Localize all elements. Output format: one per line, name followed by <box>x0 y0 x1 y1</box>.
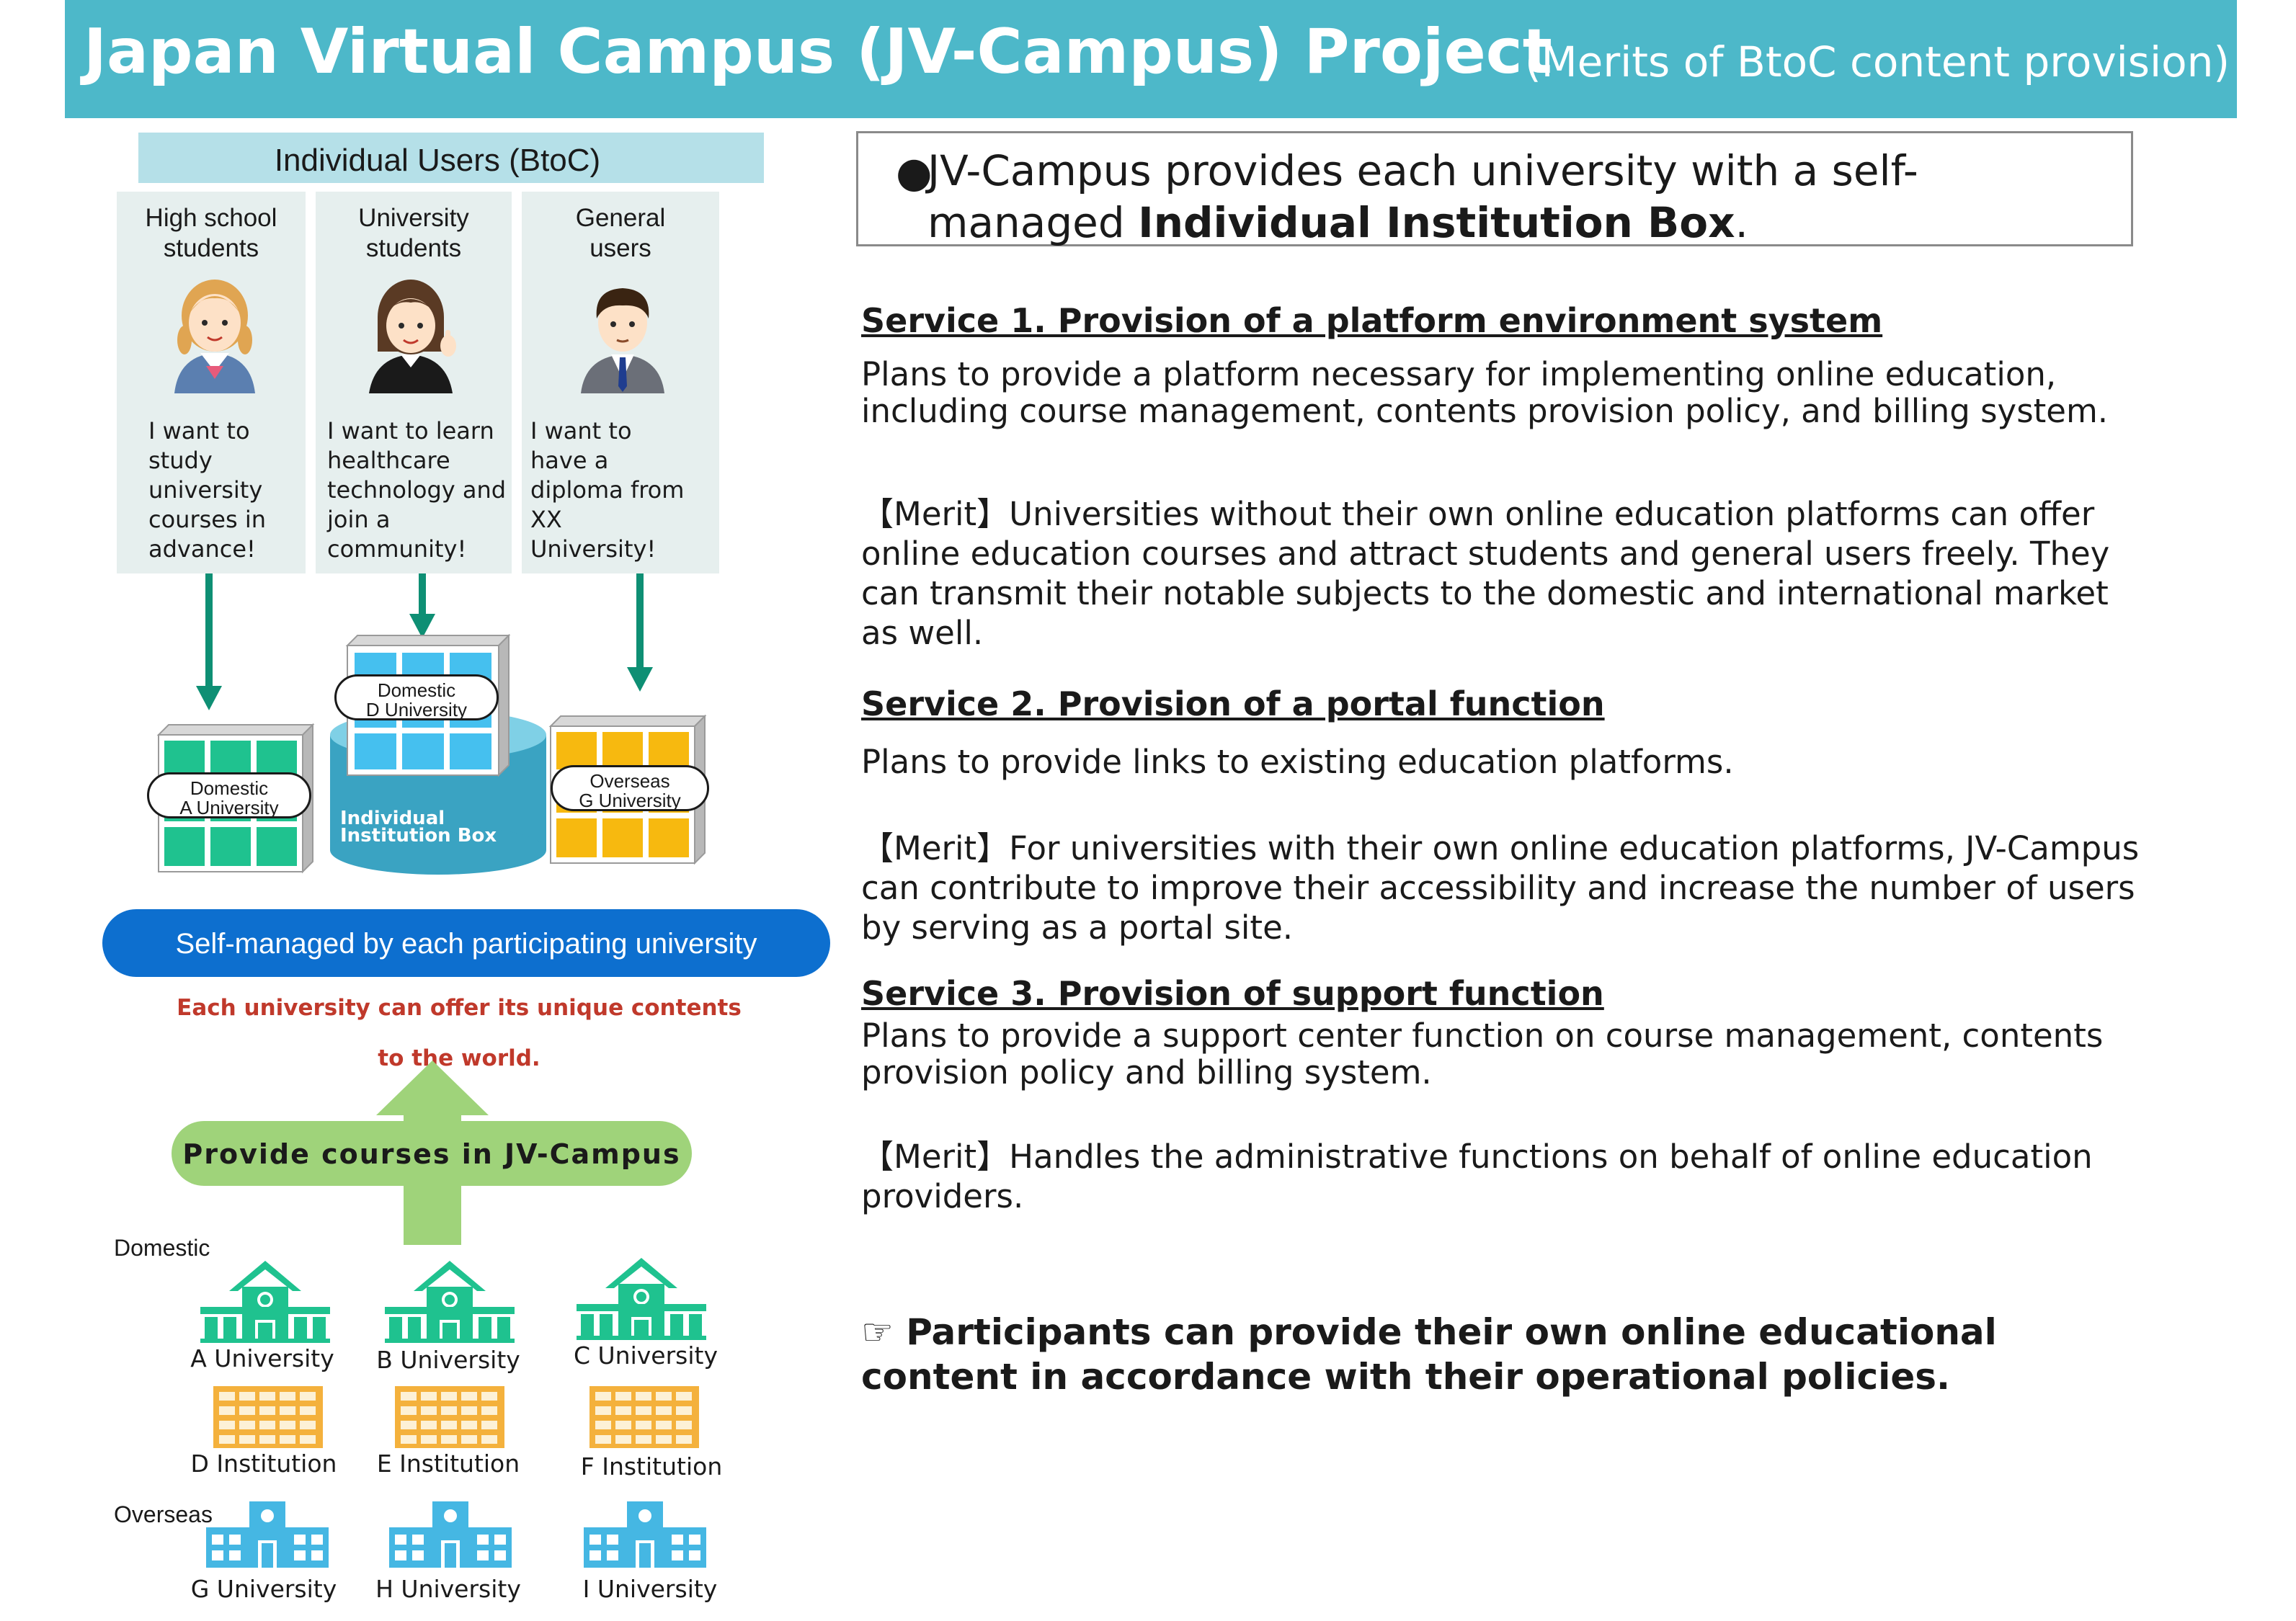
user-title: University students <box>358 204 469 262</box>
office-icon <box>589 1386 699 1448</box>
service-3-body: Plans to provide a support center functi… <box>861 1017 2104 1091</box>
service-2-merit: 【Merit】For universities with their own o… <box>861 829 2140 947</box>
general-user-icon <box>581 288 664 393</box>
user-card-university: University students I want to learn heal… <box>316 192 512 573</box>
service-1-merit: 【Merit】Universities without their own on… <box>861 495 2110 652</box>
school-icon <box>200 1261 330 1343</box>
institution-label: E Institution <box>376 1450 520 1478</box>
institution-label: F Institution <box>580 1452 723 1481</box>
user-quote: I want to have a diploma from XX Univers… <box>530 417 685 563</box>
institution-label: G University <box>190 1575 337 1603</box>
service-3-merit: 【Merit】Handles the administrative functi… <box>861 1138 2093 1215</box>
btoc-band: Individual Users (BtoC) <box>138 133 764 183</box>
institution-label: B University <box>376 1346 520 1374</box>
intro-box: ● JV-Campus provides each university wit… <box>856 131 2133 249</box>
user-quote: I want to learn healthcare technology an… <box>327 417 507 563</box>
provide-courses-label: Provide courses in JV-Campus <box>182 1138 681 1170</box>
btoc-label: Individual Users (BtoC) <box>274 143 601 178</box>
user-card-high-school: High school students I want to study uni… <box>117 192 306 573</box>
user-card-general: General users I want to have a diploma f… <box>522 192 719 573</box>
building-label-domestic-d: Domestic D University <box>334 674 499 720</box>
header-bar: Japan Virtual Campus (JV-Campus) Project… <box>65 0 2237 118</box>
service-1-heading: Service 1. Provision of a platform envir… <box>861 301 1883 340</box>
arrow-down-icon <box>627 573 653 692</box>
conclusion-text: ☞ Participants can provide their own onl… <box>861 1311 1997 1398</box>
intro-text: JV-Campus provides each university with … <box>927 145 2109 249</box>
institution-label: H University <box>375 1575 521 1603</box>
building-label-overseas-g: Overseas G University <box>551 765 709 811</box>
self-managed-banner: Self-managed by each participating unive… <box>102 909 830 977</box>
intro-text-start: JV-Campus provides each university with … <box>927 146 1918 247</box>
user-title: High school students <box>145 204 277 262</box>
intro-text-bold: Individual Institution Box <box>1138 198 1735 247</box>
service-3-heading: Service 3. Provision of support function <box>861 974 1604 1013</box>
office-icon <box>213 1386 323 1448</box>
bullet-icon: ● <box>896 148 933 197</box>
institution-label: I University <box>582 1575 718 1603</box>
building-label-domestic-a: Domestic A University <box>147 772 311 818</box>
institution-box-label: Individual Institution Box <box>340 808 497 847</box>
campus-icon <box>584 1501 706 1568</box>
school-icon <box>577 1258 706 1340</box>
high-school-student-icon <box>174 280 255 393</box>
provide-courses-pill: Provide courses in JV-Campus <box>172 1121 692 1186</box>
university-student-icon <box>369 280 456 393</box>
arrow-down-icon <box>196 573 222 710</box>
school-icon <box>385 1261 515 1343</box>
user-quote: I want to study university courses in ad… <box>148 417 266 563</box>
campus-icon <box>389 1501 512 1568</box>
intro-text-end: . <box>1735 198 1748 247</box>
user-title: General users <box>575 204 666 262</box>
institution-label: D Institution <box>190 1450 337 1478</box>
service-2-body: Plans to provide links to existing educa… <box>861 743 1734 781</box>
arrow-down-icon <box>409 573 435 638</box>
institution-label: C University <box>574 1341 718 1370</box>
page-subtitle: (Merits of BtoC content provision) <box>1524 37 2230 86</box>
office-icon <box>395 1386 504 1448</box>
service-2-heading: Service 2. Provision of a portal functio… <box>861 684 1605 723</box>
institution-label: A University <box>190 1344 334 1372</box>
campus-icon <box>206 1501 329 1568</box>
domestic-label: Domestic <box>114 1235 210 1261</box>
unique-contents-text: Each university can offer its unique con… <box>177 995 742 1071</box>
service-1-body: Plans to provide a platform necessary fo… <box>861 355 2109 430</box>
overseas-label: Overseas <box>114 1501 213 1527</box>
page-title: Japan Virtual Campus (JV-Campus) Project <box>84 16 1552 88</box>
self-managed-label: Self-managed by each participating unive… <box>175 928 757 960</box>
